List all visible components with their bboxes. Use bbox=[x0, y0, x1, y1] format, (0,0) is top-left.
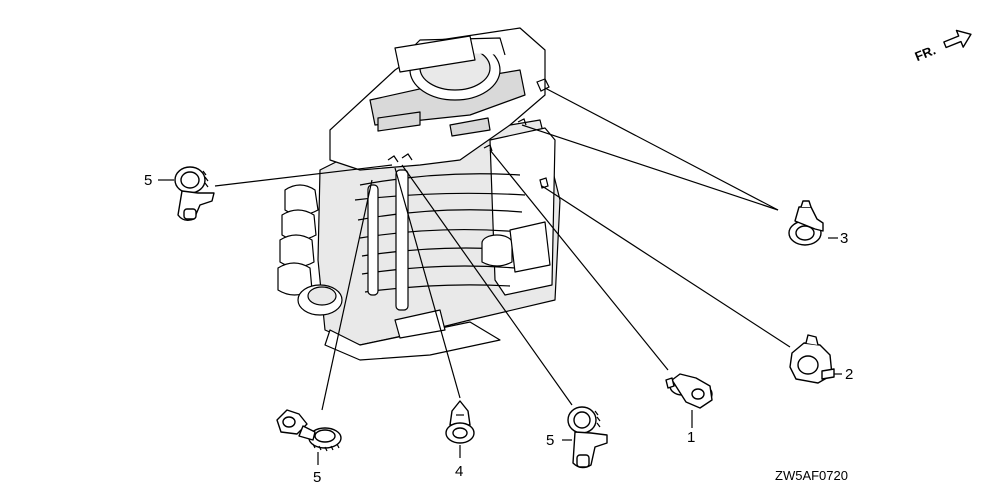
callout-1: 1 bbox=[687, 429, 695, 446]
callout-4: 4 bbox=[455, 463, 463, 480]
clamp-5-bottom-right bbox=[567, 406, 608, 469]
clamp-5-bottom-left bbox=[276, 409, 342, 452]
engine-block-illustration bbox=[277, 27, 561, 361]
clamp-1 bbox=[665, 373, 713, 409]
arrow-right-icon bbox=[943, 29, 972, 49]
callout-labels: 5 3 2 1 5 4 5 bbox=[144, 172, 853, 486]
clamp-3 bbox=[788, 200, 824, 246]
clamp-5-top-left bbox=[174, 166, 215, 222]
front-direction-marker: FR. bbox=[913, 29, 972, 64]
diagram-code: ZW5AF0720 bbox=[775, 468, 848, 483]
fr-label: FR. bbox=[913, 42, 938, 64]
clamp-2 bbox=[789, 334, 835, 384]
callout-5-bottom-left: 5 bbox=[313, 469, 321, 486]
callout-5-bottom-right: 5 bbox=[546, 432, 554, 449]
clamp-4 bbox=[445, 400, 475, 444]
callout-5-top-left: 5 bbox=[144, 172, 152, 189]
callout-2: 2 bbox=[845, 366, 853, 383]
leader-lines bbox=[158, 87, 842, 465]
callout-3: 3 bbox=[840, 230, 848, 247]
